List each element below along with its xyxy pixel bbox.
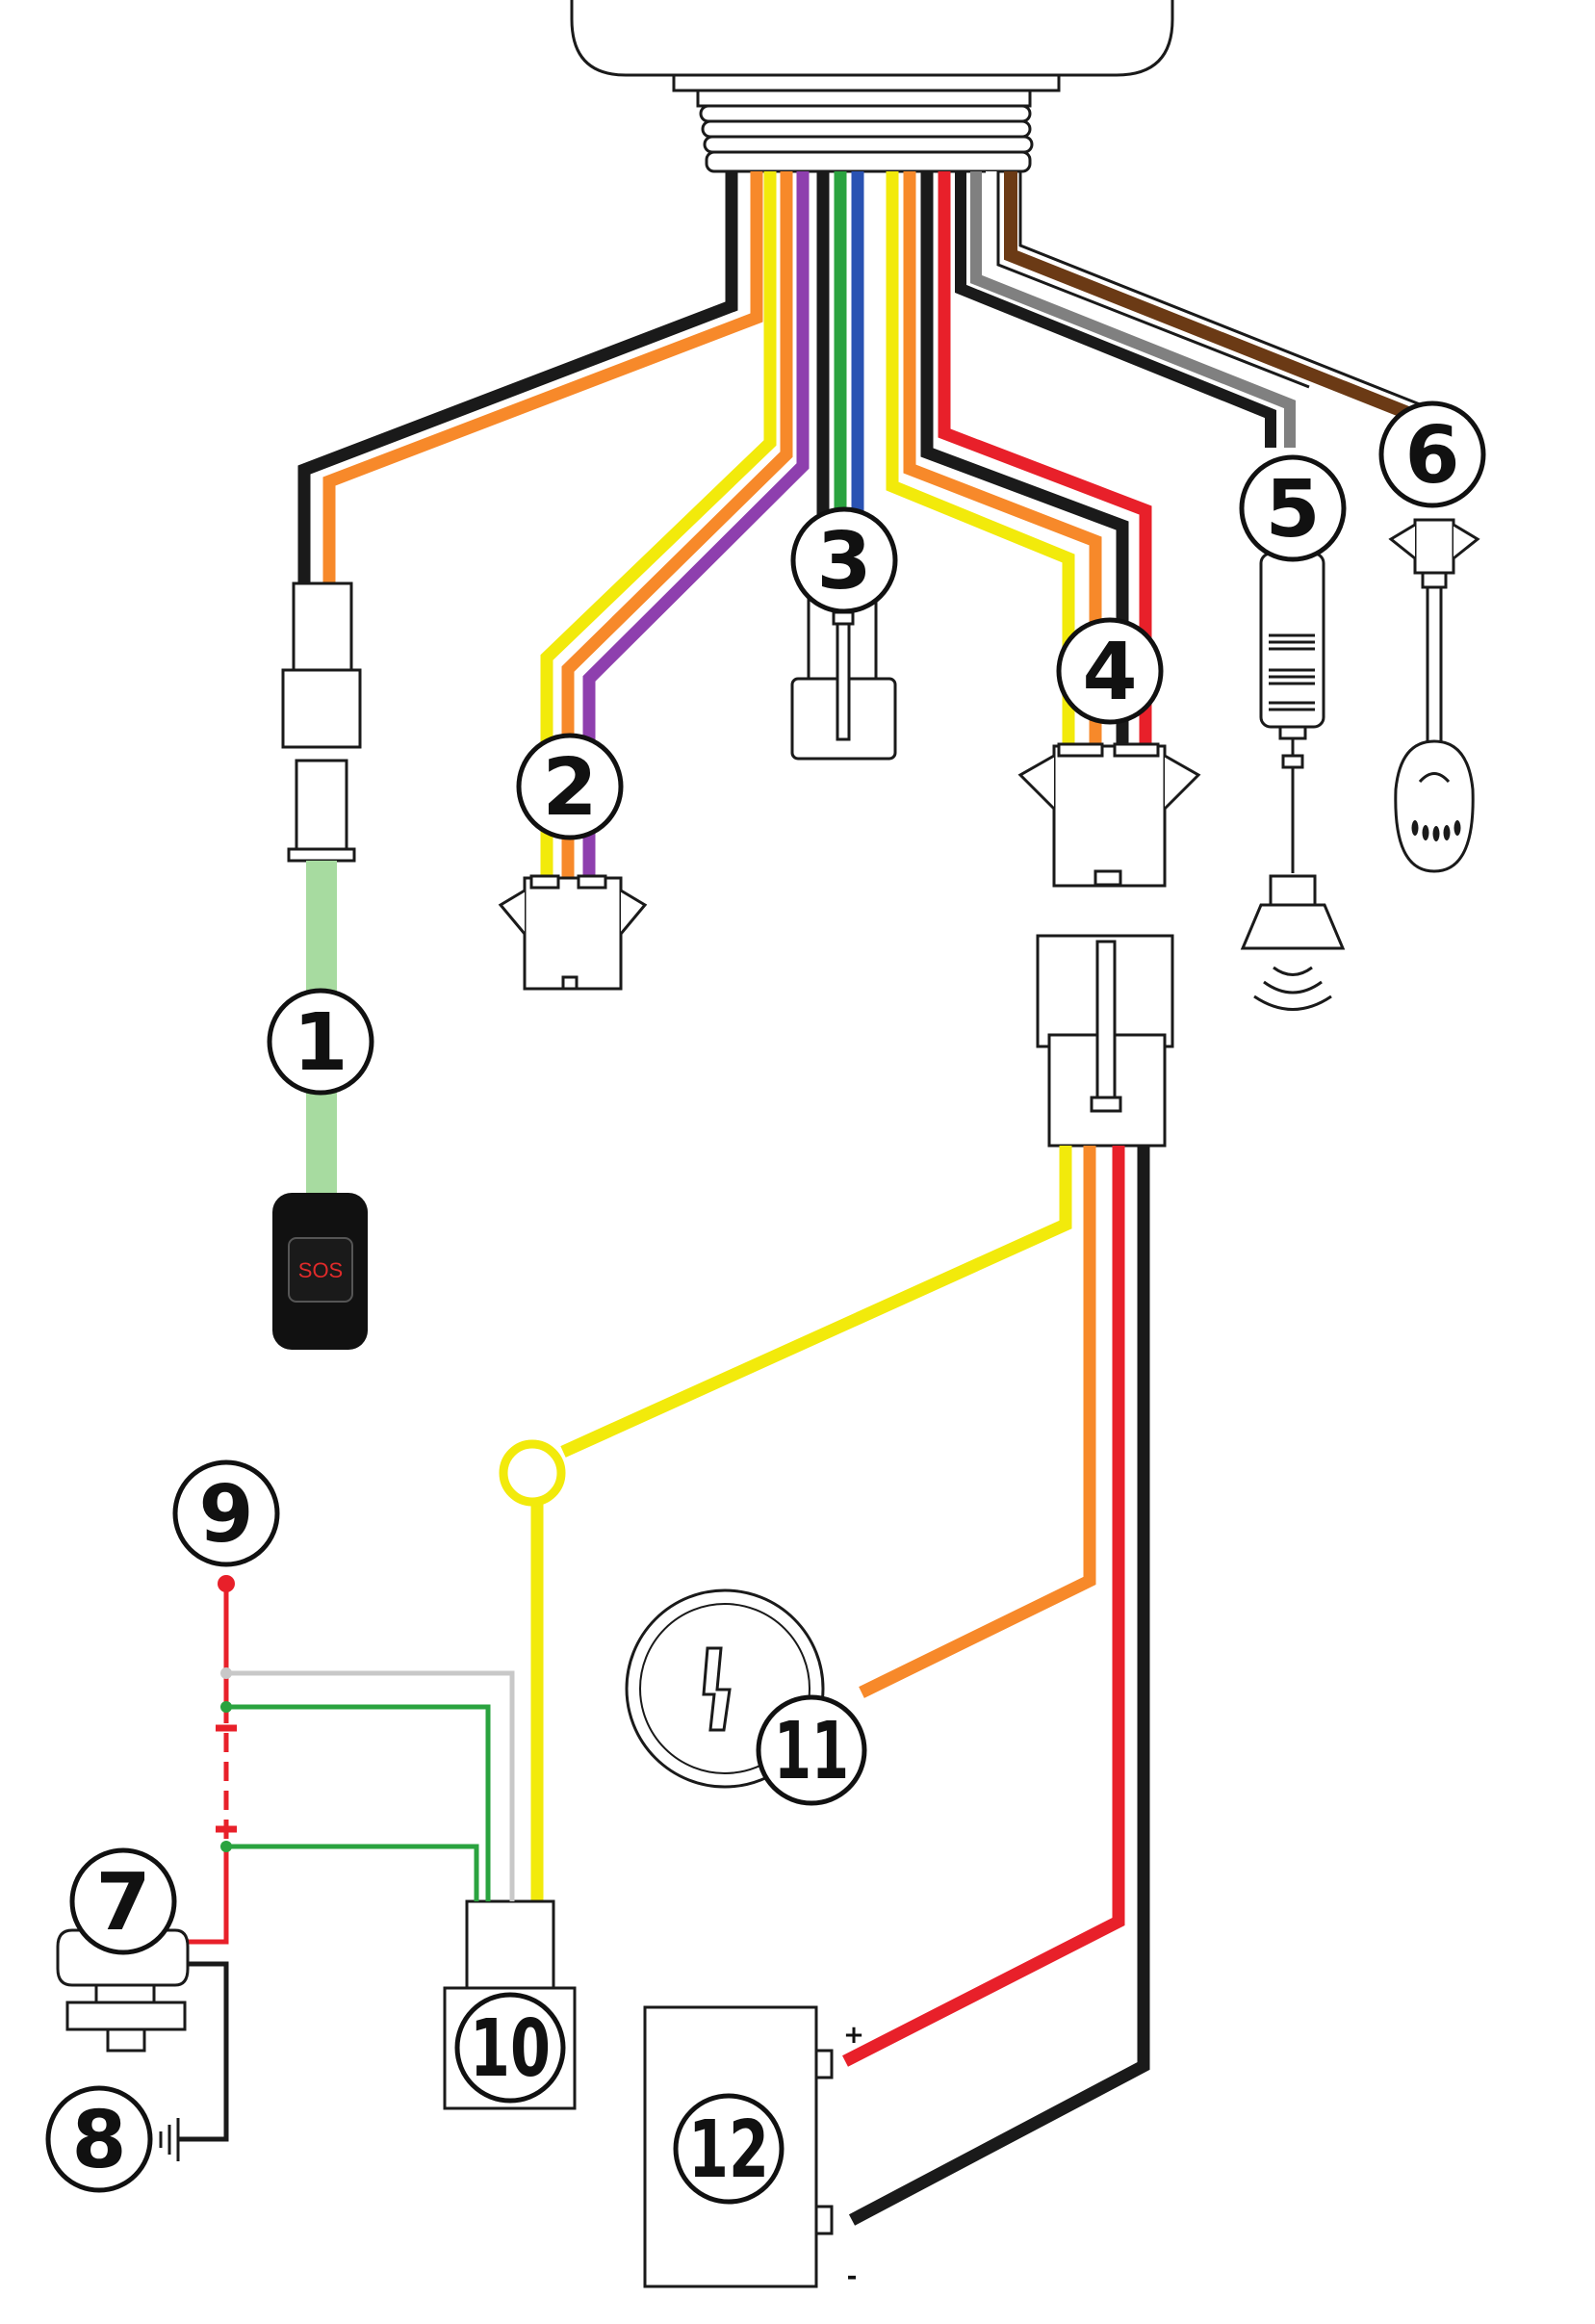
callout-8: 8 [45, 2085, 153, 2193]
callout-11-label: 11 [774, 1706, 849, 1797]
callout-5: 5 [1239, 454, 1347, 562]
battery-plus-label: + [843, 2021, 864, 2050]
callout-10: 10 [454, 1992, 566, 2104]
callout-8-label: 8 [71, 2095, 126, 2186]
callout-2: 2 [516, 733, 624, 840]
wire-yellow [560, 1146, 1072, 1458]
sos-button-label: SOS [298, 1258, 343, 1282]
ground-icon [159, 2118, 180, 2161]
antenna-dots [1411, 820, 1461, 841]
callout-1-label: 1 [293, 997, 347, 1089]
cable-6-wires [1004, 171, 1421, 421]
connector-4-icon [1017, 742, 1201, 888]
callout-10-label: 10 [470, 2003, 551, 2095]
wire-orange [322, 171, 763, 585]
callout-9: 9 [172, 1459, 280, 1567]
wire-red [842, 1146, 1125, 2067]
siren-speaker-icon [1240, 552, 1346, 1011]
wire-red-7 [186, 1848, 229, 1945]
callout-3: 3 [790, 506, 898, 614]
callout-12: 12 [673, 2093, 785, 2205]
cable-3-wires [816, 171, 864, 520]
wire-white [986, 171, 1307, 400]
lower-wires [530, 1146, 1150, 2226]
junction-dots [218, 1575, 235, 1852]
siren-stripes [1269, 633, 1315, 711]
wire-black [297, 171, 738, 585]
wire-green-top [226, 1704, 491, 1901]
connector-2-icon [498, 874, 648, 991]
callout-9-label: 9 [198, 1469, 253, 1561]
callout-1: 1 [267, 988, 374, 1096]
wire-grey [970, 171, 1296, 448]
connector-4-mate-icon [1036, 934, 1174, 1148]
callout-11: 11 [756, 1694, 867, 1806]
wire-orange [859, 1146, 1096, 1698]
sos-connector-icon [281, 581, 362, 863]
wire-red [938, 171, 1152, 746]
callout-3-label: 3 [816, 516, 871, 607]
callout-7-label: 7 [95, 1857, 150, 1949]
wire-black [955, 171, 1276, 448]
sos-button-icon: SOS [272, 1193, 368, 1350]
wire-black [848, 1146, 1150, 2226]
callout-7: 7 [69, 1847, 177, 1955]
cable-1-wires [297, 171, 763, 585]
callout-5-label: 5 [1265, 464, 1320, 555]
alarm-unit-icon [570, 0, 1174, 173]
cable-5-wires [955, 171, 1307, 448]
callout-12-label: 12 [688, 2105, 769, 2196]
wire-green-bottom [226, 1844, 479, 1901]
callout-6-label: 6 [1404, 410, 1459, 502]
battery-minus-label: - [847, 2262, 858, 2291]
callout-2-label: 2 [542, 742, 597, 834]
wire-light-grey [226, 1670, 515, 1901]
wire-black-ground [178, 1961, 229, 2142]
callout-4-label: 4 [1082, 627, 1137, 718]
callout-6: 6 [1378, 400, 1486, 508]
junction-ring [499, 1439, 566, 1507]
antenna-sensor-icon [1388, 518, 1480, 873]
left-circuit-wires [178, 1587, 515, 2142]
wire-brown [1004, 171, 1413, 421]
cable-5-outline [996, 171, 1310, 389]
callout-4: 4 [1056, 617, 1164, 725]
